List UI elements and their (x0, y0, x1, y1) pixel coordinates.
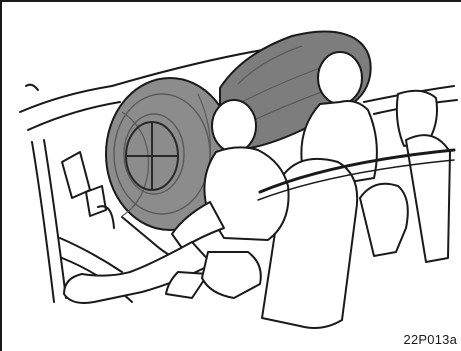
figure-code-label: 22P013a (404, 332, 457, 347)
steering-wheel (126, 122, 178, 190)
